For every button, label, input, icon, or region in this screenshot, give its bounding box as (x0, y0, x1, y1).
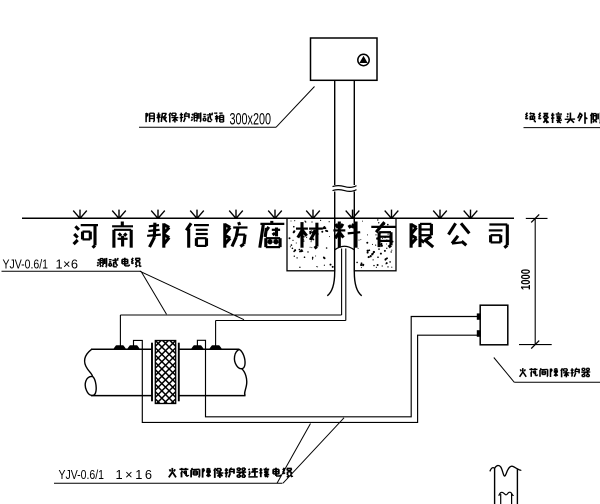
svg-text:YJV-0.6/1: YJV-0.6/1 (59, 467, 105, 482)
svg-text:1×6: 1×6 (56, 256, 79, 271)
svg-text:YJV-0.6/1: YJV-0.6/1 (3, 256, 49, 271)
svg-text:1000: 1000 (518, 269, 533, 290)
svg-text:300x200: 300x200 (230, 111, 272, 129)
